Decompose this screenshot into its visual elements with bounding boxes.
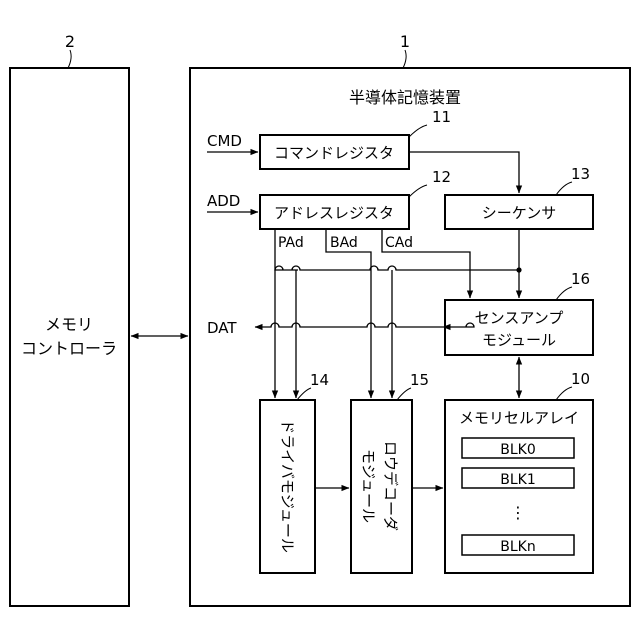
ref-leader-2: [68, 50, 71, 68]
ref-number-12: 12: [432, 168, 451, 186]
sense-amp-label-line2: モジュール: [482, 331, 556, 349]
memory-controller-label-line2: コントローラ: [21, 339, 117, 358]
ref-number-14: 14: [310, 371, 329, 389]
ref-number-10: 10: [571, 370, 590, 388]
block-blk0-label: BLK0: [500, 442, 536, 458]
cmd-signal-label: CMD: [207, 132, 242, 150]
block-blk1-label: BLK1: [500, 472, 536, 488]
address-register-label: アドレスレジスタ: [274, 204, 394, 222]
ref-number-13: 13: [571, 165, 590, 183]
cad-signal-label: CAd: [385, 235, 413, 251]
ref-leader-1: [403, 50, 406, 68]
ref-number-1: 1: [400, 32, 410, 51]
block-ellipsis: ⋮: [510, 503, 526, 522]
command-register-label: コマンドレジスタ: [274, 144, 394, 162]
ref-number-11: 11: [432, 108, 451, 126]
ref-number-15: 15: [410, 371, 429, 389]
row-decoder-label-line1: ロウデコーダ: [382, 441, 400, 531]
ref-number-16: 16: [571, 270, 590, 288]
add-signal-label: ADD: [207, 192, 240, 210]
memory-controller-label-line1: メモリ: [45, 315, 93, 334]
pad-signal-label: PAd: [278, 235, 304, 251]
memory-device-title: 半導体記憶装置: [349, 88, 461, 107]
memory-cell-array-label: メモリセルアレイ: [459, 409, 579, 427]
driver-module-label: ドライバモジュール: [279, 419, 297, 553]
memory-controller-box: [10, 68, 129, 606]
sense-amp-label-line1: センスアンプ: [475, 309, 564, 327]
dat-signal-label: DAT: [207, 319, 237, 337]
bad-signal-label: BAd: [330, 235, 358, 251]
sequencer-label: シーケンサ: [482, 204, 557, 222]
ref-number-2: 2: [65, 32, 75, 51]
row-decoder-label-line2: モジュール: [360, 449, 378, 523]
block-blkn-label: BLKn: [500, 539, 535, 555]
